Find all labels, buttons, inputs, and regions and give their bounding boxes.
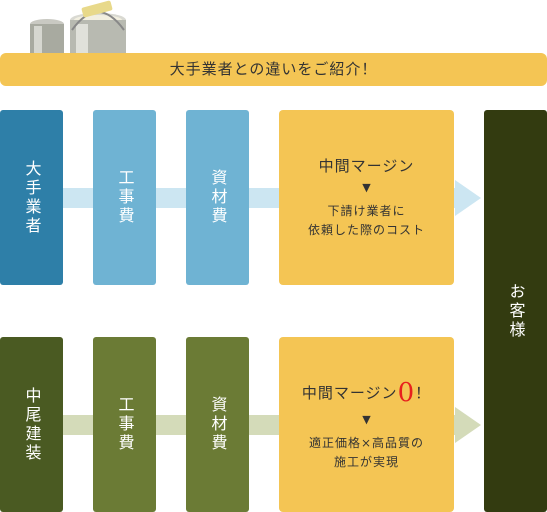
margin-desc-1: 下請け業者に 依頼した際のコスト — [308, 202, 425, 240]
margin-title-2-text: 中間マージン — [301, 383, 398, 402]
banner-text: 大手業者との違いをご紹介！ — [169, 60, 378, 78]
local-company-label: 中尾建装 — [22, 386, 42, 463]
big-company-box: 大手業者 — [0, 110, 63, 285]
material-cost-label-1: 資材費 — [208, 169, 228, 226]
material-cost-box-2: 資材費 — [186, 337, 249, 512]
margin-box-1: 中間マージン ▼ 下請け業者に 依頼した際のコスト — [279, 110, 454, 285]
margin-desc-1-line2: 依頼した際のコスト — [307, 223, 425, 237]
big-company-label: 大手業者 — [22, 159, 42, 236]
margin-desc-2: 適正価格×高品質の 施工が実現 — [309, 434, 424, 472]
margin-title-1: 中間マージン — [318, 157, 415, 175]
margin-desc-1-line1: 下請け業者に — [327, 204, 406, 218]
construction-cost-label-2: 工事費 — [115, 396, 135, 453]
construction-cost-box-2: 工事費 — [93, 337, 156, 512]
margin-box-2: 中間マージン0！ ▼ 適正価格×高品質の 施工が実現 — [279, 337, 454, 512]
margin-exclamation: ！ — [415, 383, 432, 402]
local-company-box: 中尾建装 — [0, 337, 63, 512]
customer-box: お客様 — [484, 110, 547, 512]
margin-desc-2-line1: 適正価格×高品質の — [308, 435, 425, 450]
margin-zero: 0 — [397, 377, 416, 408]
down-triangle-icon: ▼ — [362, 412, 371, 426]
margin-desc-2-line2: 施工が実現 — [333, 454, 399, 469]
construction-cost-label-1: 工事費 — [115, 169, 135, 226]
arrow-right-icon — [455, 407, 481, 443]
banner — [0, 53, 547, 86]
customer-label: お客様 — [506, 282, 526, 340]
material-cost-label-2: 資材費 — [208, 396, 228, 453]
arrow-right-icon — [455, 180, 481, 216]
down-triangle-icon: ▼ — [362, 181, 371, 194]
material-cost-box-1: 資材費 — [186, 110, 249, 285]
margin-title-2: 中間マージン0！ — [302, 378, 431, 408]
construction-cost-box-1: 工事費 — [93, 110, 156, 285]
